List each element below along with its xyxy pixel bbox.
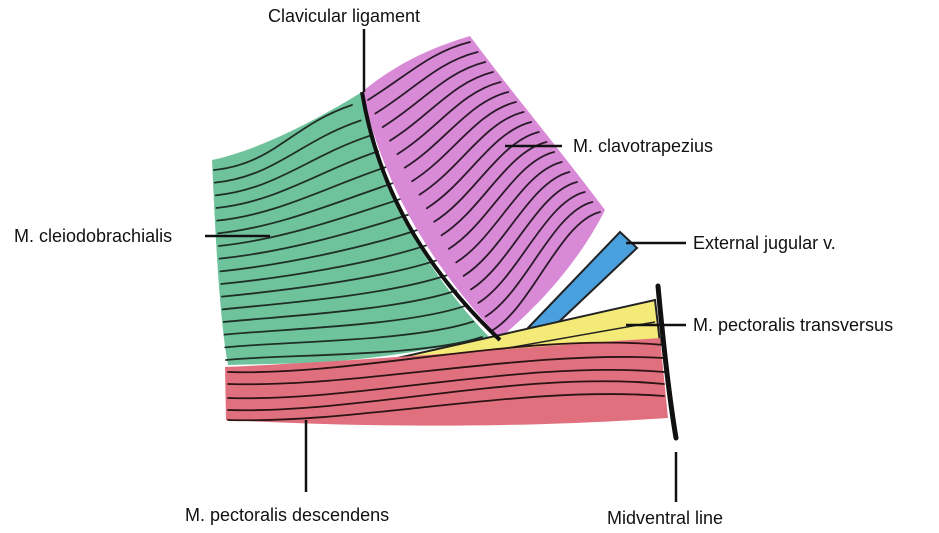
label-midventral-line: Midventral line [607,508,723,528]
label-clavicular-ligament: Clavicular ligament [268,6,420,26]
label-cleidobrachialis: M. cleiodobrachialis [14,226,172,246]
label-clavotrapezius: M. clavotrapezius [573,136,713,156]
label-pectoralis-descendens: M. pectoralis descendens [185,505,389,525]
label-pectoralis-transversus: M. pectoralis transversus [693,315,893,335]
label-external-jugular: External jugular v. [693,233,836,253]
